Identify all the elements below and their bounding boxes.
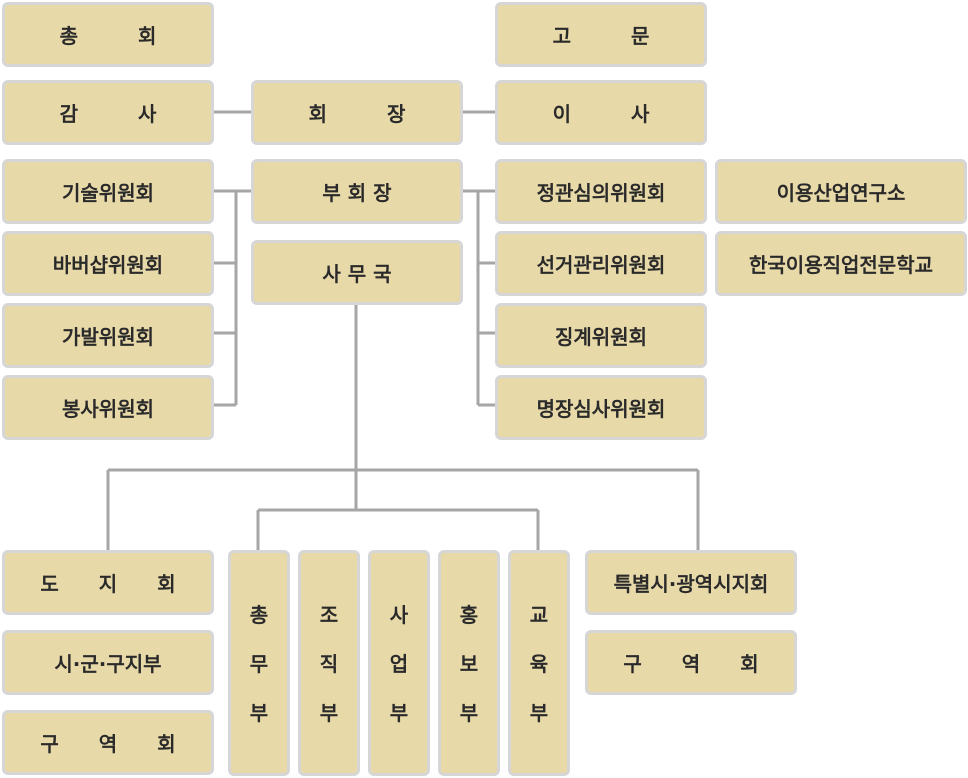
committee-label: 명장심사위원회	[536, 397, 666, 421]
department-char: 직	[319, 652, 339, 676]
secretariat-label: 사 무 국	[322, 262, 392, 286]
department-box: 교 육 부	[508, 550, 570, 776]
regional-label: 구 역 회	[40, 732, 176, 756]
department-char: 부	[389, 701, 409, 725]
director-label: 이 사	[552, 102, 650, 126]
committee-label: 정관심의위원회	[536, 181, 666, 205]
advisor-box: 고 문	[495, 2, 707, 67]
regional-label: 도 지 회	[40, 572, 176, 596]
regional-box: 구 역 회	[585, 630, 797, 695]
regional-label: 구 역 회	[623, 652, 759, 676]
institute-box: 이용산업연구소	[715, 159, 967, 224]
secretariat-box: 사 무 국	[251, 240, 463, 305]
committee-box: 바버샵위원회	[2, 231, 214, 296]
committee-label: 선거관리위원회	[536, 253, 666, 277]
committee-box: 선거관리위원회	[495, 231, 707, 296]
department-box: 총 무 부	[228, 550, 290, 776]
committee-box: 가발위원회	[2, 303, 214, 368]
institute-label: 한국이용직업전문학교	[749, 253, 933, 277]
institute-label: 이용산업연구소	[776, 181, 906, 205]
committee-label: 바버샵위원회	[52, 253, 164, 277]
department-char: 부	[529, 701, 549, 725]
committee-box: 정관심의위원회	[495, 159, 707, 224]
department-box: 홍 보 부	[438, 550, 500, 776]
department-char: 부	[319, 701, 339, 725]
department-box: 사 업 부	[368, 550, 430, 776]
department-char: 홍	[459, 603, 479, 627]
auditor-label: 감 사	[59, 102, 157, 126]
committee-label: 가발위원회	[62, 325, 154, 349]
department-char: 사	[389, 603, 409, 627]
regional-label: 시·군·구지부	[54, 652, 162, 676]
institute-box: 한국이용직업전문학교	[715, 231, 967, 296]
department-char: 육	[529, 652, 549, 676]
vice-president-box: 부 회 장	[251, 159, 463, 224]
department-char: 무	[249, 652, 269, 676]
committee-label: 기술위원회	[62, 181, 154, 205]
department-box: 조 직 부	[298, 550, 360, 776]
committee-label: 징계위원회	[555, 325, 647, 349]
department-char: 조	[319, 603, 339, 627]
department-char: 부	[249, 701, 269, 725]
general-assembly-label: 총 회	[59, 24, 157, 48]
regional-box: 도 지 회	[2, 550, 214, 615]
department-char: 총	[249, 603, 269, 627]
auditor-box: 감 사	[2, 80, 214, 145]
department-char: 보	[459, 652, 479, 676]
committee-box: 징계위원회	[495, 303, 707, 368]
regional-box: 구 역 회	[2, 710, 214, 775]
committee-box: 명장심사위원회	[495, 375, 707, 440]
department-char: 부	[459, 701, 479, 725]
director-box: 이 사	[495, 80, 707, 145]
committee-box: 기술위원회	[2, 159, 214, 224]
general-assembly-box: 총 회	[2, 2, 214, 67]
regional-box: 특별시·광역시지회	[585, 550, 797, 615]
committee-label: 봉사위원회	[62, 397, 154, 421]
committee-box: 봉사위원회	[2, 375, 214, 440]
regional-box: 시·군·구지부	[2, 630, 214, 695]
president-label: 회 장	[308, 102, 406, 126]
regional-label: 특별시·광역시지회	[613, 572, 769, 596]
advisor-label: 고 문	[552, 24, 650, 48]
vice-president-label: 부 회 장	[322, 181, 392, 205]
department-char: 교	[529, 603, 549, 627]
department-char: 업	[389, 652, 409, 676]
president-box: 회 장	[251, 80, 463, 145]
